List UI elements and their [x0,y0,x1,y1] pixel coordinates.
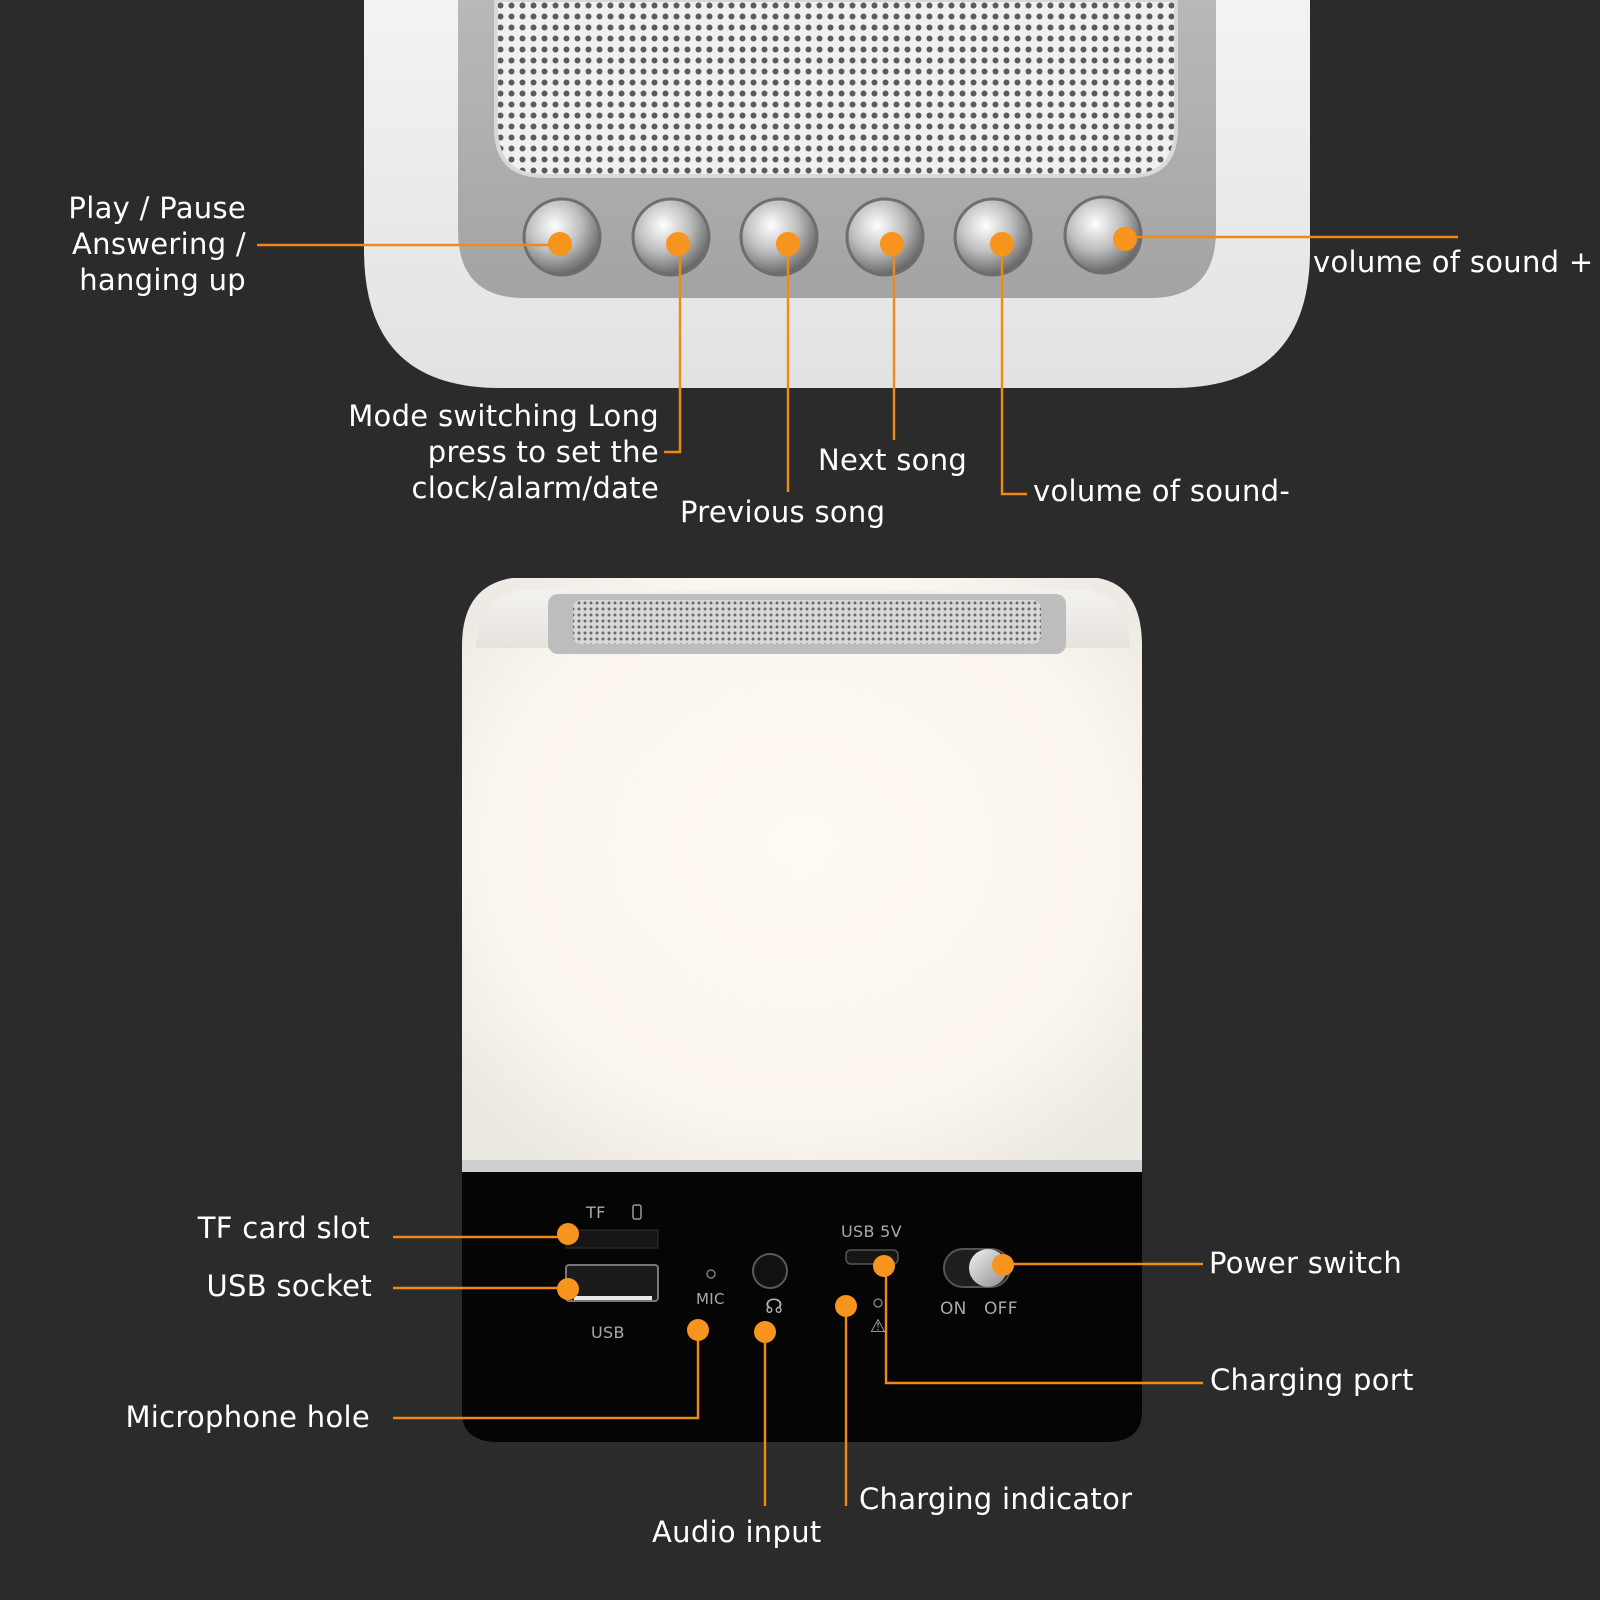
label-microphone-hole: Microphone hole [125,1400,370,1434]
label-play-pause-line2: Answering / [72,227,246,261]
bottom-leader-lines [393,1235,1203,1506]
label-volume-down: volume of sound- [1033,474,1291,508]
dot-previous [776,232,800,256]
usb-port-graphic [565,1264,659,1302]
label-play-pause-line3: hanging up [79,263,246,297]
tf-slot-graphic [565,1204,659,1249]
dot-mode [666,232,690,256]
label-mode-line2: press to set the [427,435,659,469]
label-previous-song: Previous song [680,495,886,529]
top-view-speaker [364,0,1310,388]
dot-volume-up [1113,227,1137,251]
headphone-icon: ☊ [765,1294,783,1318]
leader-mode [664,243,682,454]
label-charging-port: Charging port [1210,1363,1414,1397]
lamp-cube: ☊ ⚠ [462,578,1142,1442]
label-play-pause-line1: Play / Pause [68,191,246,225]
label-mode-line3: clock/alarm/date [411,471,659,505]
label-charging-indicator: Charging indicator [859,1482,1133,1516]
dot-charging-port [873,1255,895,1277]
bottom-dots [557,1223,1014,1343]
leader-mic [393,1330,700,1420]
leader-volume-down [1000,243,1027,496]
off-marking: OFF [984,1299,1018,1319]
label-tf-card-slot: TF card slot [197,1211,370,1245]
label-mode-line1: Mode switching Long [348,399,659,433]
usb5v-marking: USB 5V [841,1222,902,1241]
tf-marking: TF [586,1203,606,1222]
label-mode: Mode switching Long press to set the clo… [348,398,659,506]
mic-marking: MIC [696,1290,725,1308]
dot-indicator [835,1295,857,1317]
label-play-pause: Play / Pause Answering / hanging up [68,190,246,298]
audio-jack-graphic [752,1253,788,1289]
dot-power [992,1254,1014,1276]
label-volume-up: volume of sound + [1313,245,1594,279]
charging-indicator-icon: ⚠ [870,1316,886,1337]
on-marking: ON [940,1299,967,1319]
indicator-led-graphic [873,1298,883,1308]
dot-volume-down [990,232,1014,256]
label-audio-input: Audio input [652,1515,822,1549]
dot-usb [557,1278,579,1300]
dot-play-pause [548,232,572,256]
label-power-switch: Power switch [1209,1246,1403,1280]
dot-audio [754,1321,776,1343]
leader-charging-port [884,1266,1203,1385]
top-leader-lines [257,235,1458,496]
top-dots [548,227,1137,256]
dot-mic [687,1319,709,1341]
usb-marking: USB [591,1323,625,1342]
dot-tf [557,1223,579,1245]
label-next-song: Next song [818,443,968,477]
label-usb-socket: USB socket [206,1269,372,1303]
dot-next [880,232,904,256]
mic-hole-graphic [706,1269,716,1279]
